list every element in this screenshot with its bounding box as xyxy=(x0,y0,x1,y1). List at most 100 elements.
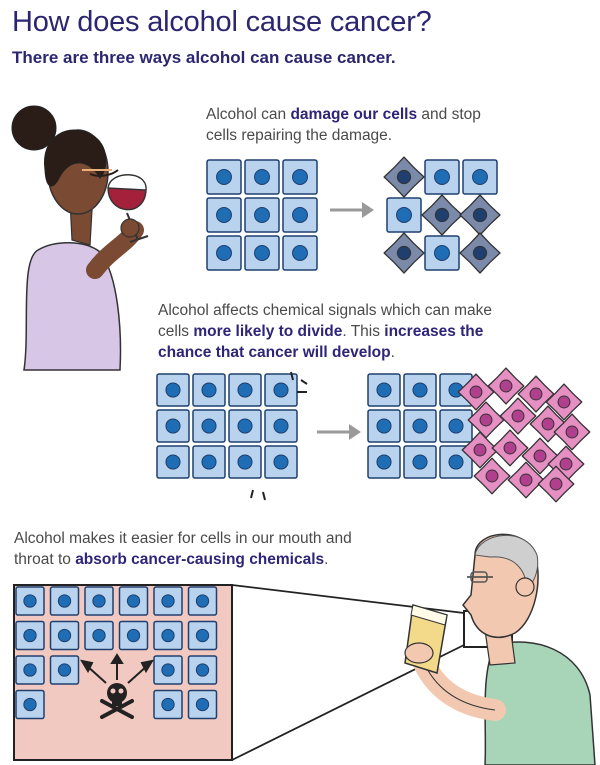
hair-bun xyxy=(11,105,57,151)
cell xyxy=(187,655,218,685)
cell xyxy=(424,159,460,195)
irregular-cell xyxy=(383,232,425,274)
cell xyxy=(462,159,498,195)
caption-text: Alcohol affects chemical signals which c… xyxy=(158,302,492,340)
cell xyxy=(282,159,318,195)
wine-glass-icon xyxy=(107,174,149,243)
cell xyxy=(367,373,401,407)
cell xyxy=(187,586,218,616)
cell xyxy=(264,373,298,407)
irregular-cell xyxy=(521,437,559,475)
woman-drinking-wine xyxy=(11,105,149,371)
cell xyxy=(439,445,473,479)
irregular-cell xyxy=(545,383,583,421)
caption-text: . xyxy=(390,344,395,361)
cell xyxy=(403,445,437,479)
cell xyxy=(192,373,226,407)
cell xyxy=(84,586,114,616)
page-subtitle: There are three ways alcohol can cause c… xyxy=(12,48,396,67)
irregular-cell xyxy=(529,405,567,443)
cell xyxy=(282,235,318,271)
irregular-cell xyxy=(487,367,525,405)
section-2-caption: Alcohol affects chemical signals which c… xyxy=(158,300,518,363)
cell xyxy=(228,373,262,407)
process-arrow-1 xyxy=(330,202,374,218)
irregular-cell xyxy=(473,457,511,495)
cell xyxy=(49,655,80,685)
caption-text: . xyxy=(324,551,329,568)
cell xyxy=(282,197,318,233)
cell xyxy=(367,445,401,479)
cell xyxy=(192,409,226,443)
section-1-caption: Alcohol can damage our cells and stop ce… xyxy=(206,104,506,146)
irregular-cell xyxy=(383,156,425,198)
section-3-caption: Alcohol makes it easier for cells in our… xyxy=(14,528,394,570)
cell xyxy=(153,620,183,651)
cell xyxy=(156,373,190,407)
cell xyxy=(153,689,183,720)
cell xyxy=(153,655,183,685)
cell xyxy=(264,409,298,443)
cell xyxy=(403,409,437,443)
cancer-cell-grid xyxy=(367,367,591,503)
cell xyxy=(244,159,280,195)
cell xyxy=(206,235,242,271)
cell xyxy=(156,409,190,443)
cell xyxy=(156,445,190,479)
signal-marks xyxy=(250,371,308,501)
cell xyxy=(439,409,473,443)
caption-text: . This xyxy=(342,323,385,340)
process-arrow-2 xyxy=(317,424,361,440)
caption-emphasis: absorb cancer-causing chemicals xyxy=(75,551,325,568)
cell xyxy=(15,689,45,720)
cell xyxy=(15,620,45,651)
dividing-cell-grid xyxy=(156,371,308,501)
cell xyxy=(84,620,114,651)
cell xyxy=(153,586,183,616)
caption-emphasis: damage our cells xyxy=(290,106,418,123)
cell xyxy=(15,655,45,685)
man-drinking-beer xyxy=(404,533,596,765)
cell xyxy=(264,445,298,479)
cell xyxy=(244,197,280,233)
cell xyxy=(367,409,401,443)
cell xyxy=(192,445,226,479)
irregular-cell xyxy=(517,375,555,413)
absorption-arrows xyxy=(79,653,155,684)
irregular-cell xyxy=(537,465,575,503)
irregular-cell xyxy=(553,413,591,451)
irregular-cell xyxy=(461,431,499,469)
irregular-cell xyxy=(457,373,495,411)
irregular-cell xyxy=(547,445,585,483)
irregular-cell xyxy=(491,429,529,467)
cell xyxy=(187,620,218,651)
cell xyxy=(424,235,460,271)
irregular-cell xyxy=(467,401,505,439)
irregular-cell xyxy=(459,194,501,236)
man-shirt xyxy=(484,641,596,765)
healthy-cell-grid xyxy=(206,159,318,271)
cell xyxy=(118,620,149,651)
caption-emphasis: more likely to divide xyxy=(193,323,343,340)
cell xyxy=(228,409,262,443)
cell xyxy=(49,620,80,651)
irregular-cell xyxy=(499,397,537,435)
irregular-cell xyxy=(421,194,463,236)
cell xyxy=(228,445,262,479)
skull-crossbones-icon xyxy=(100,683,134,719)
caption-text: Alcohol makes it easier for cells in our… xyxy=(14,530,352,568)
cell xyxy=(49,586,80,616)
cell xyxy=(386,197,422,233)
beer-glass-icon xyxy=(404,604,448,674)
caption-text: Alcohol can xyxy=(206,106,291,123)
cell xyxy=(403,373,437,407)
page-title: How does alcohol cause cancer? xyxy=(12,6,432,38)
cell xyxy=(187,689,218,720)
cell xyxy=(244,235,280,271)
cell xyxy=(206,197,242,233)
mouth-tissue-panel xyxy=(13,584,513,761)
caption-emphasis: increases the chance that cancer will de… xyxy=(158,323,484,361)
cell xyxy=(15,586,45,616)
cell xyxy=(206,159,242,195)
irregular-cell xyxy=(459,232,501,274)
